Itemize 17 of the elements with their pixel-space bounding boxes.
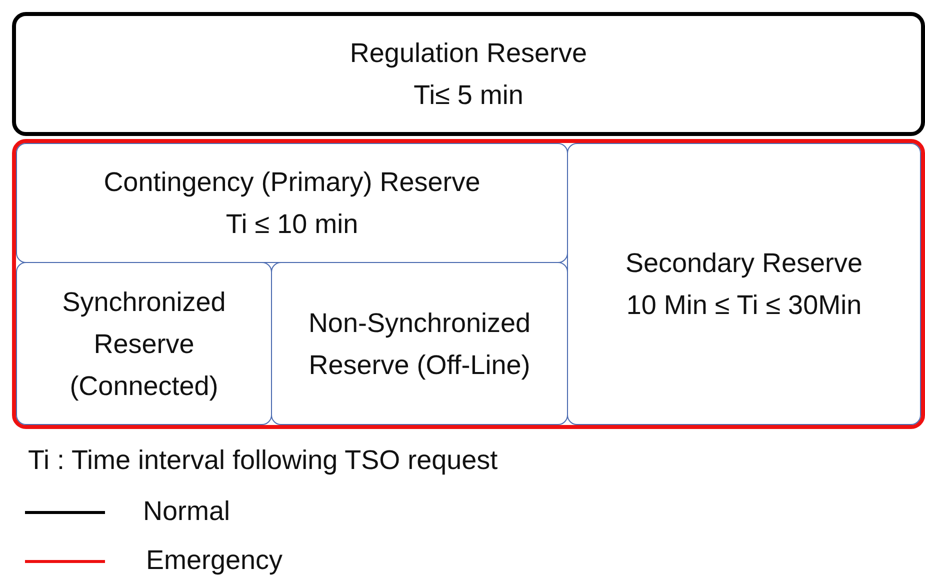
reserve-name: Non-Synchronized Reserve (Off-Line) bbox=[307, 306, 532, 382]
reserve-name: Secondary Reserve bbox=[625, 247, 863, 280]
note-text: Ti : Time interval following TSO request bbox=[28, 445, 498, 476]
reserve-name: Contingency (Primary) Reserve bbox=[104, 166, 480, 199]
normal-reserve-box bbox=[12, 12, 925, 136]
legend-label: Emergency bbox=[146, 545, 283, 576]
reserve-name: Regulation Reserve bbox=[350, 37, 588, 70]
reserve-box bbox=[567, 143, 921, 425]
reserve-name: Synchronized Reserve (Connected) bbox=[62, 286, 226, 403]
time-condition: 10 Min ≤ Ti ≤ 30Min bbox=[626, 289, 862, 322]
reserve-box bbox=[16, 262, 272, 425]
time-condition: Ti≤ 5 min bbox=[414, 79, 524, 112]
time-condition: Ti ≤ 10 min bbox=[226, 208, 358, 241]
reserve-box bbox=[16, 143, 568, 263]
reserve-box bbox=[271, 262, 568, 425]
emergency-reserve-box bbox=[12, 139, 925, 429]
legend-label: Normal bbox=[143, 496, 230, 527]
